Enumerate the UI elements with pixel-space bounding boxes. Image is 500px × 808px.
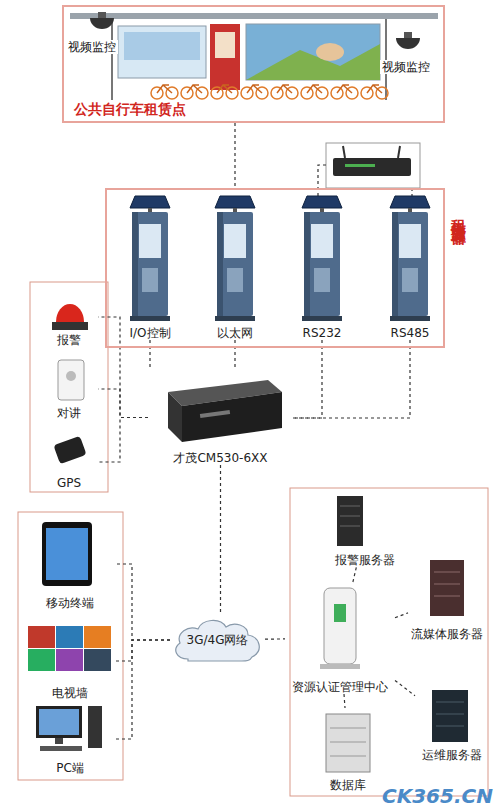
node-text: 流媒体服务器 — [398, 627, 496, 641]
rental-kiosk-node: 以太网 — [202, 200, 268, 340]
node-text: GPS — [30, 476, 108, 490]
gps-node: GPS — [40, 434, 98, 490]
dashed-connector — [293, 340, 322, 418]
node-text: 电视墙 — [15, 686, 125, 700]
intercom-icon — [58, 360, 84, 400]
auth-center-node: 资源认证管理中心 — [285, 582, 395, 694]
intercom-node: 对讲 — [40, 358, 98, 420]
node-text: 数据库 — [308, 778, 388, 792]
node-text: 以太网 — [192, 326, 278, 340]
rental-kiosk-node: I/O控制 — [117, 200, 183, 340]
dashed-connector — [115, 640, 170, 739]
dashed-connector — [344, 694, 345, 708]
dashed-connector — [353, 567, 357, 582]
terminal-node: 电视墙 — [25, 622, 115, 700]
node-text: 3G/4G网络 — [170, 615, 265, 665]
node-text: 报警 — [30, 333, 108, 347]
server-node: 运维服务器 — [415, 686, 488, 762]
server-icon — [337, 496, 468, 742]
tv-wall-icon — [28, 626, 111, 671]
node-text: PC端 — [15, 761, 125, 775]
node-text: 运维服务器 — [405, 748, 498, 762]
node-text: I/O控制 — [107, 326, 193, 340]
node-text: 对讲 — [30, 406, 108, 420]
alarm-light — [52, 304, 88, 330]
device-group-frame — [30, 282, 108, 492]
watermark: CK365.CN — [382, 784, 493, 808]
rental-kiosk-node: RS232 — [289, 200, 355, 340]
dashed-connector — [395, 680, 415, 695]
terminal-group-frame — [18, 512, 123, 780]
terminal-node: PC端 — [25, 703, 115, 775]
dashed-connector — [98, 389, 148, 418]
wireless-router — [318, 143, 420, 200]
alarm-node: 报警 — [40, 287, 98, 347]
dashed-connector — [234, 340, 235, 370]
terminal-node: 移动终端 — [25, 518, 115, 610]
camera-icon — [90, 12, 420, 49]
pc-icon — [36, 706, 102, 751]
rental-kiosk — [130, 196, 430, 321]
node-text: 公共自行车租赁点 — [74, 101, 186, 119]
node-text: 移动终端 — [15, 596, 125, 610]
server-node: 报警服务器 — [325, 492, 405, 567]
network-cloud: 3G/4G网络 — [170, 615, 265, 665]
database-node: 数据库 — [318, 708, 378, 792]
auth-center-icon — [320, 588, 360, 669]
node-text: 才茂CM530-6XX — [138, 451, 303, 465]
dashed-connector — [293, 340, 410, 418]
cm530-router — [168, 380, 282, 442]
manager-frame: 租赁点管理器I/O控制以太网RS232RS485 — [105, 188, 445, 348]
dashed-connector — [220, 465, 221, 615]
bike-station-picture — [70, 13, 438, 100]
router-node: 才茂CM530-6XX — [148, 370, 293, 465]
database-icon — [326, 714, 370, 772]
server-node: 流媒体服务器 — [408, 556, 486, 641]
node-text: 租赁点管理器 — [449, 208, 468, 220]
tablet-icon — [42, 522, 92, 586]
dashed-connector — [115, 640, 170, 661]
dashed-connector — [265, 638, 285, 639]
node-text: 报警服务器 — [315, 553, 415, 567]
camera-label: 视频监控 — [66, 40, 118, 54]
gps-icon — [53, 436, 86, 464]
node-text: 资源认证管理中心 — [275, 680, 405, 694]
rental-kiosk-node: RS485 — [382, 200, 438, 340]
node-text: RS232 — [279, 326, 365, 340]
dashed-connector — [115, 564, 170, 640]
dashed-connector — [98, 418, 148, 463]
dashed-connector — [234, 123, 235, 188]
node-text: RS485 — [372, 326, 448, 340]
dashed-connector — [395, 613, 408, 618]
camera-label: 视频监控 — [380, 60, 432, 74]
dashed-connector — [149, 340, 150, 370]
